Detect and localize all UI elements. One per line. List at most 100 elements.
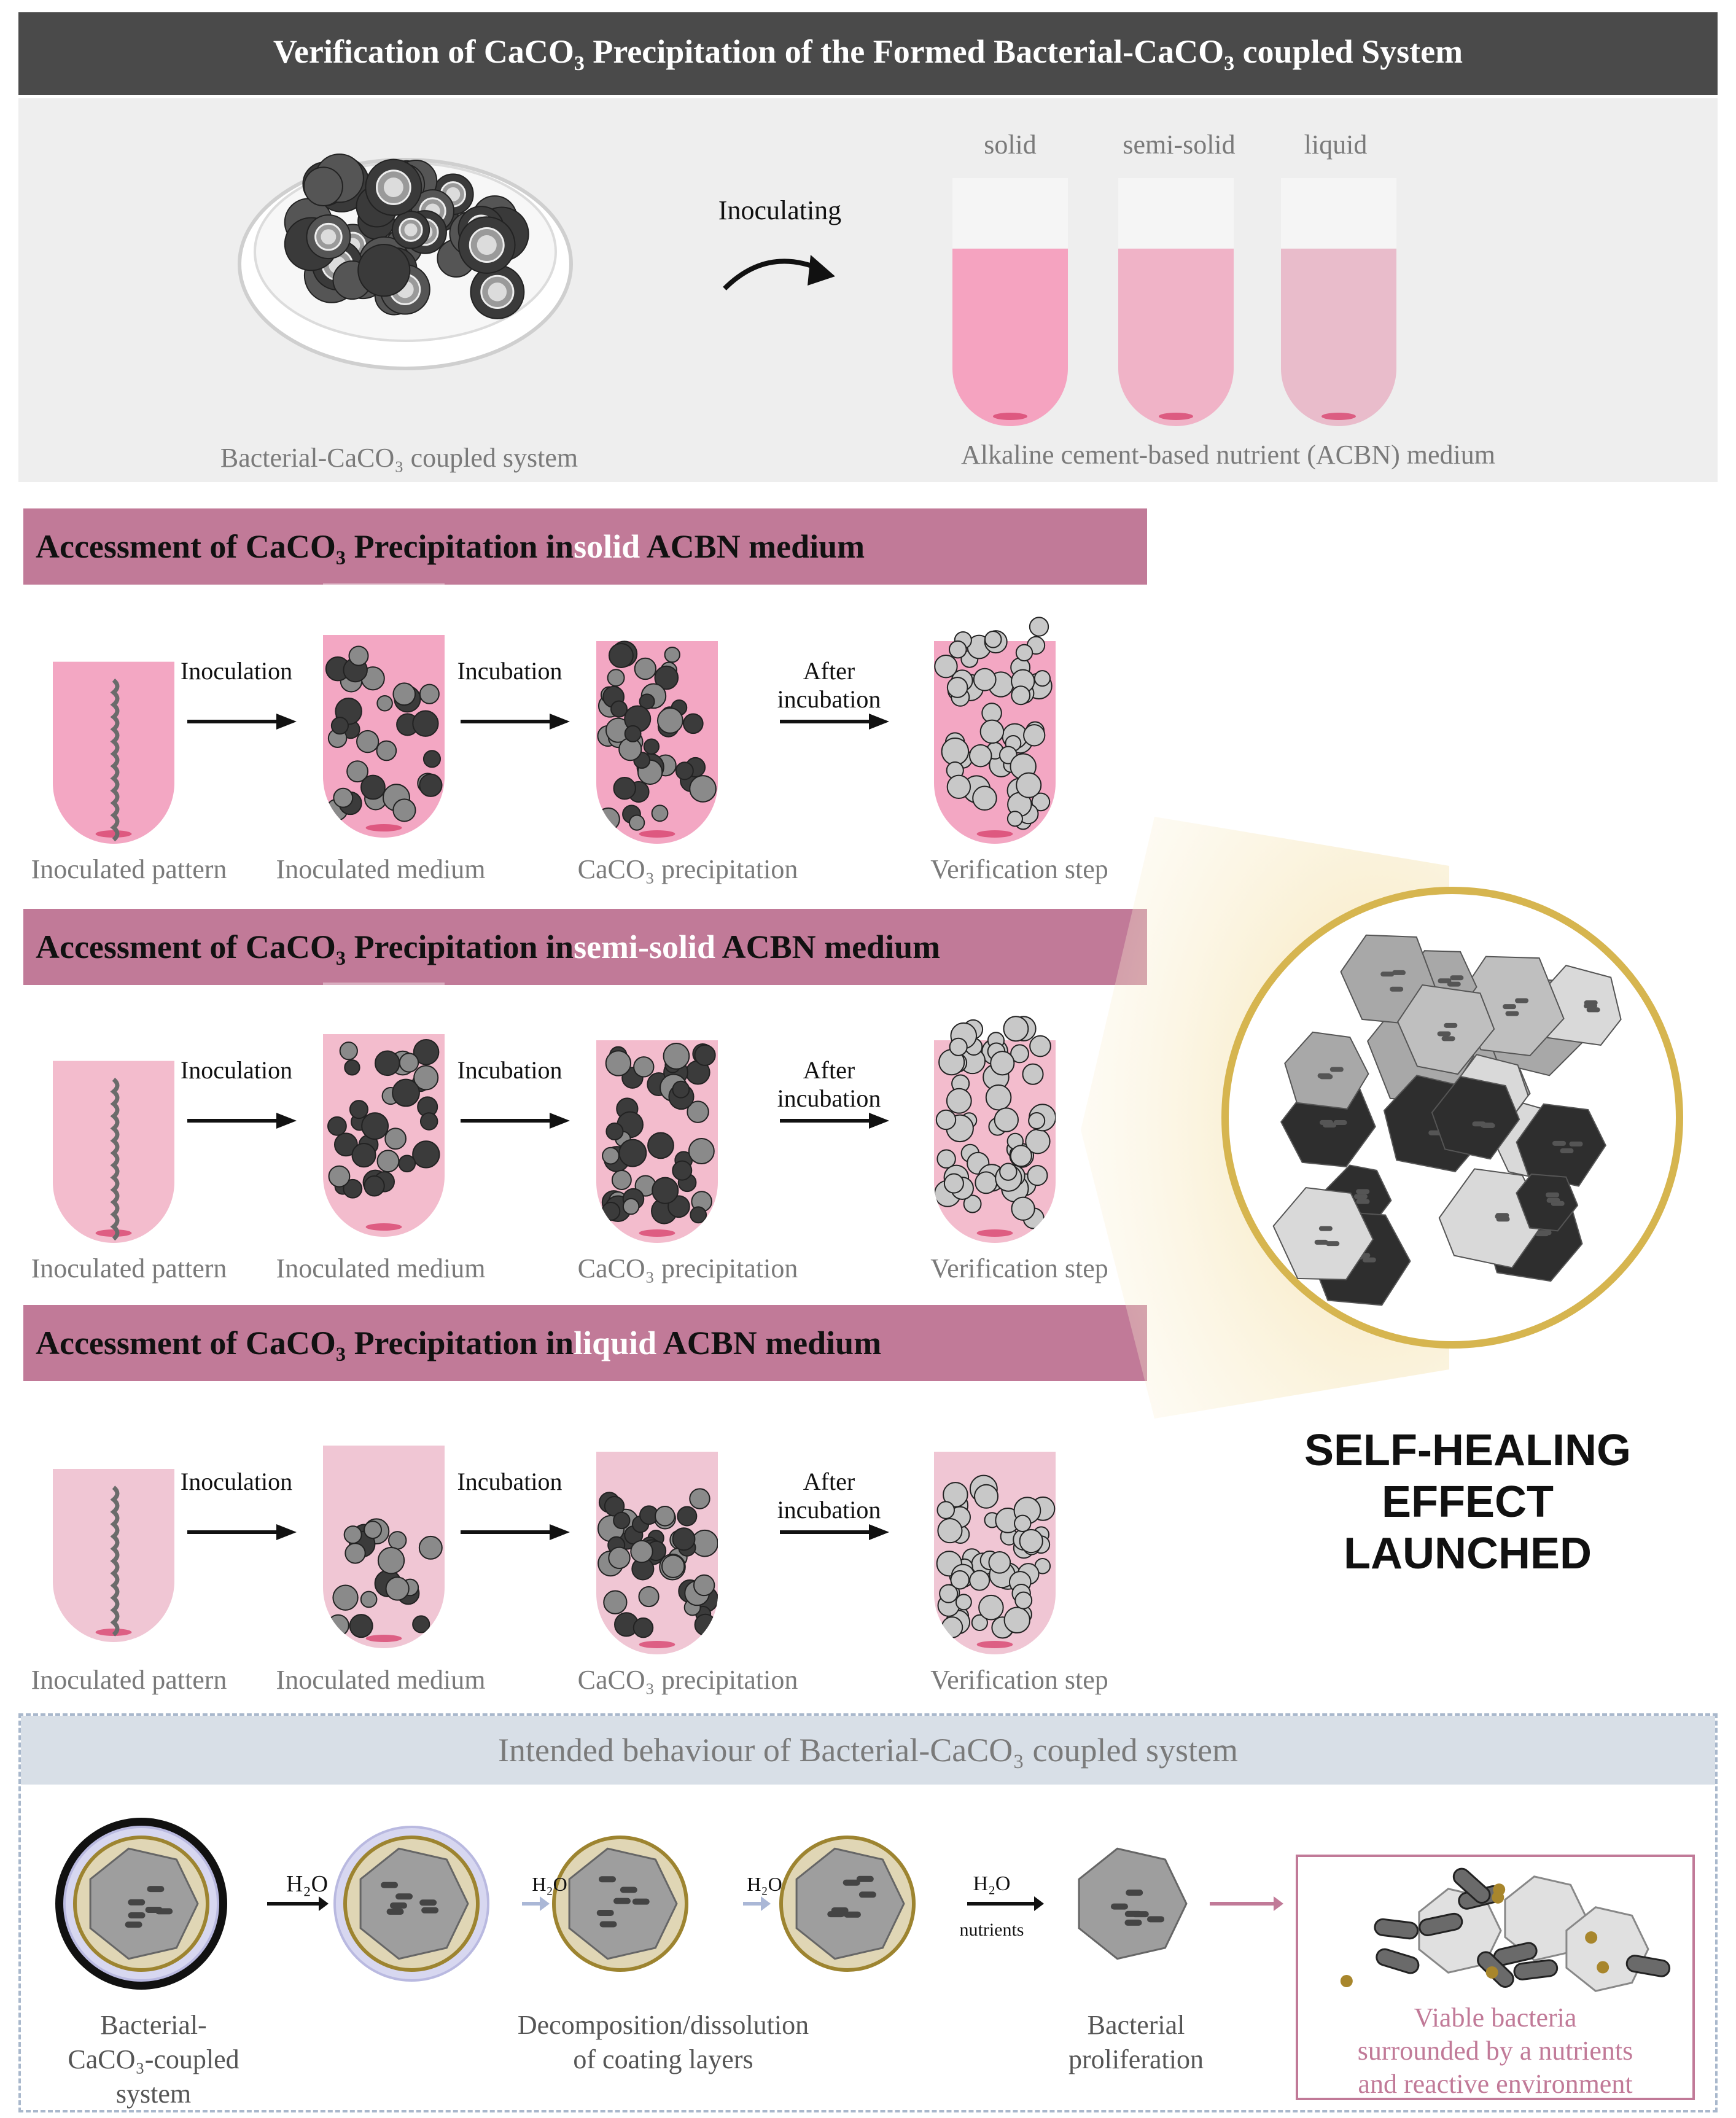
row1-arrow-label-0: Inoculation [180, 1056, 293, 1084]
tube-label-semi-solid: semi-solid [1123, 130, 1236, 160]
test-tube [1118, 178, 1234, 426]
row1-tube-2 [593, 989, 722, 1250]
row2-caption-0: Inoculated pattern [31, 1665, 227, 1695]
main-title: Verification of CaCO3 Precipitation of t… [273, 33, 1463, 75]
row2-arrow-1 [461, 1524, 570, 1540]
row1-caption-3: Verification step [930, 1253, 1108, 1283]
tube-label-liquid: liquid [1304, 130, 1368, 160]
tube-label-solid: solid [984, 130, 1037, 160]
h2o-label-1: H₂O [286, 1871, 329, 1897]
row0-arrow-label-0: Inoculation [180, 657, 293, 685]
row2-tube-3 [930, 1400, 1059, 1661]
coated-bead [391, 211, 430, 249]
caco3-crystal [1431, 1075, 1520, 1160]
row0-tube-2 [593, 590, 722, 851]
row1-caption-0: Inoculated pattern [31, 1253, 227, 1283]
reference-tube-solid [949, 178, 1072, 433]
coating-dissolution-sequence [55, 1818, 1283, 1990]
bacterium [1376, 1948, 1420, 1974]
petri-dish-illustration [238, 153, 573, 370]
bacterium [1374, 1918, 1419, 1940]
highlight-semi-solid: semi-solid [574, 929, 716, 965]
inoculating-arrow [723, 255, 835, 290]
bead-stage [1078, 1847, 1188, 1960]
test-tube [1281, 178, 1396, 426]
main-title-banner: Verification of CaCO3 Precipitation of t… [18, 12, 1718, 95]
test-tube [323, 1394, 445, 1648]
section-banner-semi-solid: Accessment of CaCO₃ Precipitation in sem… [23, 909, 1147, 985]
h2o-label-4: H₂O [973, 1872, 1011, 1895]
test-tube [596, 1400, 718, 1654]
coated-bead [457, 216, 516, 274]
test-tube [53, 989, 174, 1243]
row1-tube-1 [319, 983, 448, 1244]
caco3-crystal [1284, 1031, 1369, 1110]
nutrient-dot [1492, 1891, 1504, 1904]
row0-arrow-1 [461, 714, 570, 730]
row1-arrow-0 [187, 1113, 297, 1129]
row0-tube-1 [319, 583, 448, 844]
test-tube [323, 983, 445, 1237]
medium-fill [1118, 248, 1234, 426]
bacterium [1452, 1867, 1491, 1904]
row0-arrow-2 [780, 714, 889, 730]
crystal [1565, 1906, 1649, 1992]
coated-bead [303, 166, 343, 207]
viable-bacteria-illustration [1340, 1867, 1671, 1992]
row2-arrow-label-1: Incubation [457, 1468, 562, 1495]
inoculating-label: Inoculating [718, 195, 842, 225]
test-tube [596, 590, 718, 844]
row0-arrow-0 [187, 714, 297, 730]
nutrients-label: nutrients [959, 1920, 1024, 1940]
row0-tube-3 [930, 590, 1059, 851]
row1-arrow-label-2: After incubation [777, 1056, 881, 1112]
nutrient-dot [1340, 1975, 1353, 1988]
row2-caption-2: CaCO₃ precipitation [577, 1665, 798, 1695]
reference-tube-semi-solid [1115, 178, 1237, 433]
row2-caption-3: Verification step [930, 1665, 1108, 1695]
row1-arrow-label-1: Incubation [457, 1056, 562, 1084]
inoculated-pattern [110, 678, 120, 842]
row0-caption-0: Inoculated pattern [31, 854, 227, 884]
row1-arrow-2 [780, 1113, 889, 1129]
inoculated-pattern [110, 1485, 120, 1637]
section-banner-liquid: Accessment of CaCO₃ Precipitation in liq… [23, 1305, 1147, 1381]
h2o-label-3: H₂O [747, 1873, 782, 1895]
bacterium [1419, 1912, 1463, 1936]
medium-fill [952, 248, 1068, 426]
row2-arrow-0 [187, 1524, 297, 1540]
zoom-callout [1081, 817, 1683, 1419]
row2-arrow-label-2: After incubation [777, 1468, 881, 1524]
row2-tube-1 [319, 1394, 448, 1655]
dish-caption: Bacterial-CaCO₃ coupled system [220, 443, 578, 473]
self-healing-label: SELF-HEALING EFFECT LAUNCHED [1304, 1426, 1631, 1578]
row2-caption-1: Inoculated medium [276, 1665, 486, 1695]
row2-tube-2 [593, 1400, 722, 1661]
caco3-crystal [1516, 1173, 1579, 1232]
test-tube [934, 590, 1056, 844]
intended-behaviour-panel [18, 1713, 1718, 2112]
bead-stage [779, 1836, 916, 1972]
h2o-label-2: H₂O [532, 1873, 567, 1895]
caco3-crystal [1516, 1103, 1606, 1187]
coated-bead [306, 214, 351, 260]
nutrient-dot [1485, 1966, 1498, 1979]
bead-stage [55, 1818, 227, 1990]
row0-arrow-label-1: Incubation [457, 657, 562, 685]
row1-tube-3 [930, 989, 1059, 1250]
medium-fill [53, 1469, 174, 1642]
row1-caption-1: Inoculated medium [276, 1253, 486, 1283]
test-tube [934, 1400, 1056, 1654]
caco3-crystal [1272, 1186, 1374, 1280]
row2-arrow-2 [780, 1524, 889, 1540]
test-tube [952, 178, 1068, 426]
coated-bead [357, 244, 411, 297]
row2-arrow-label-0: Inoculation [180, 1468, 293, 1495]
caco3-crystal [1397, 984, 1495, 1075]
row2-tube-0 [49, 1400, 178, 1649]
medium-fill [1281, 248, 1396, 426]
